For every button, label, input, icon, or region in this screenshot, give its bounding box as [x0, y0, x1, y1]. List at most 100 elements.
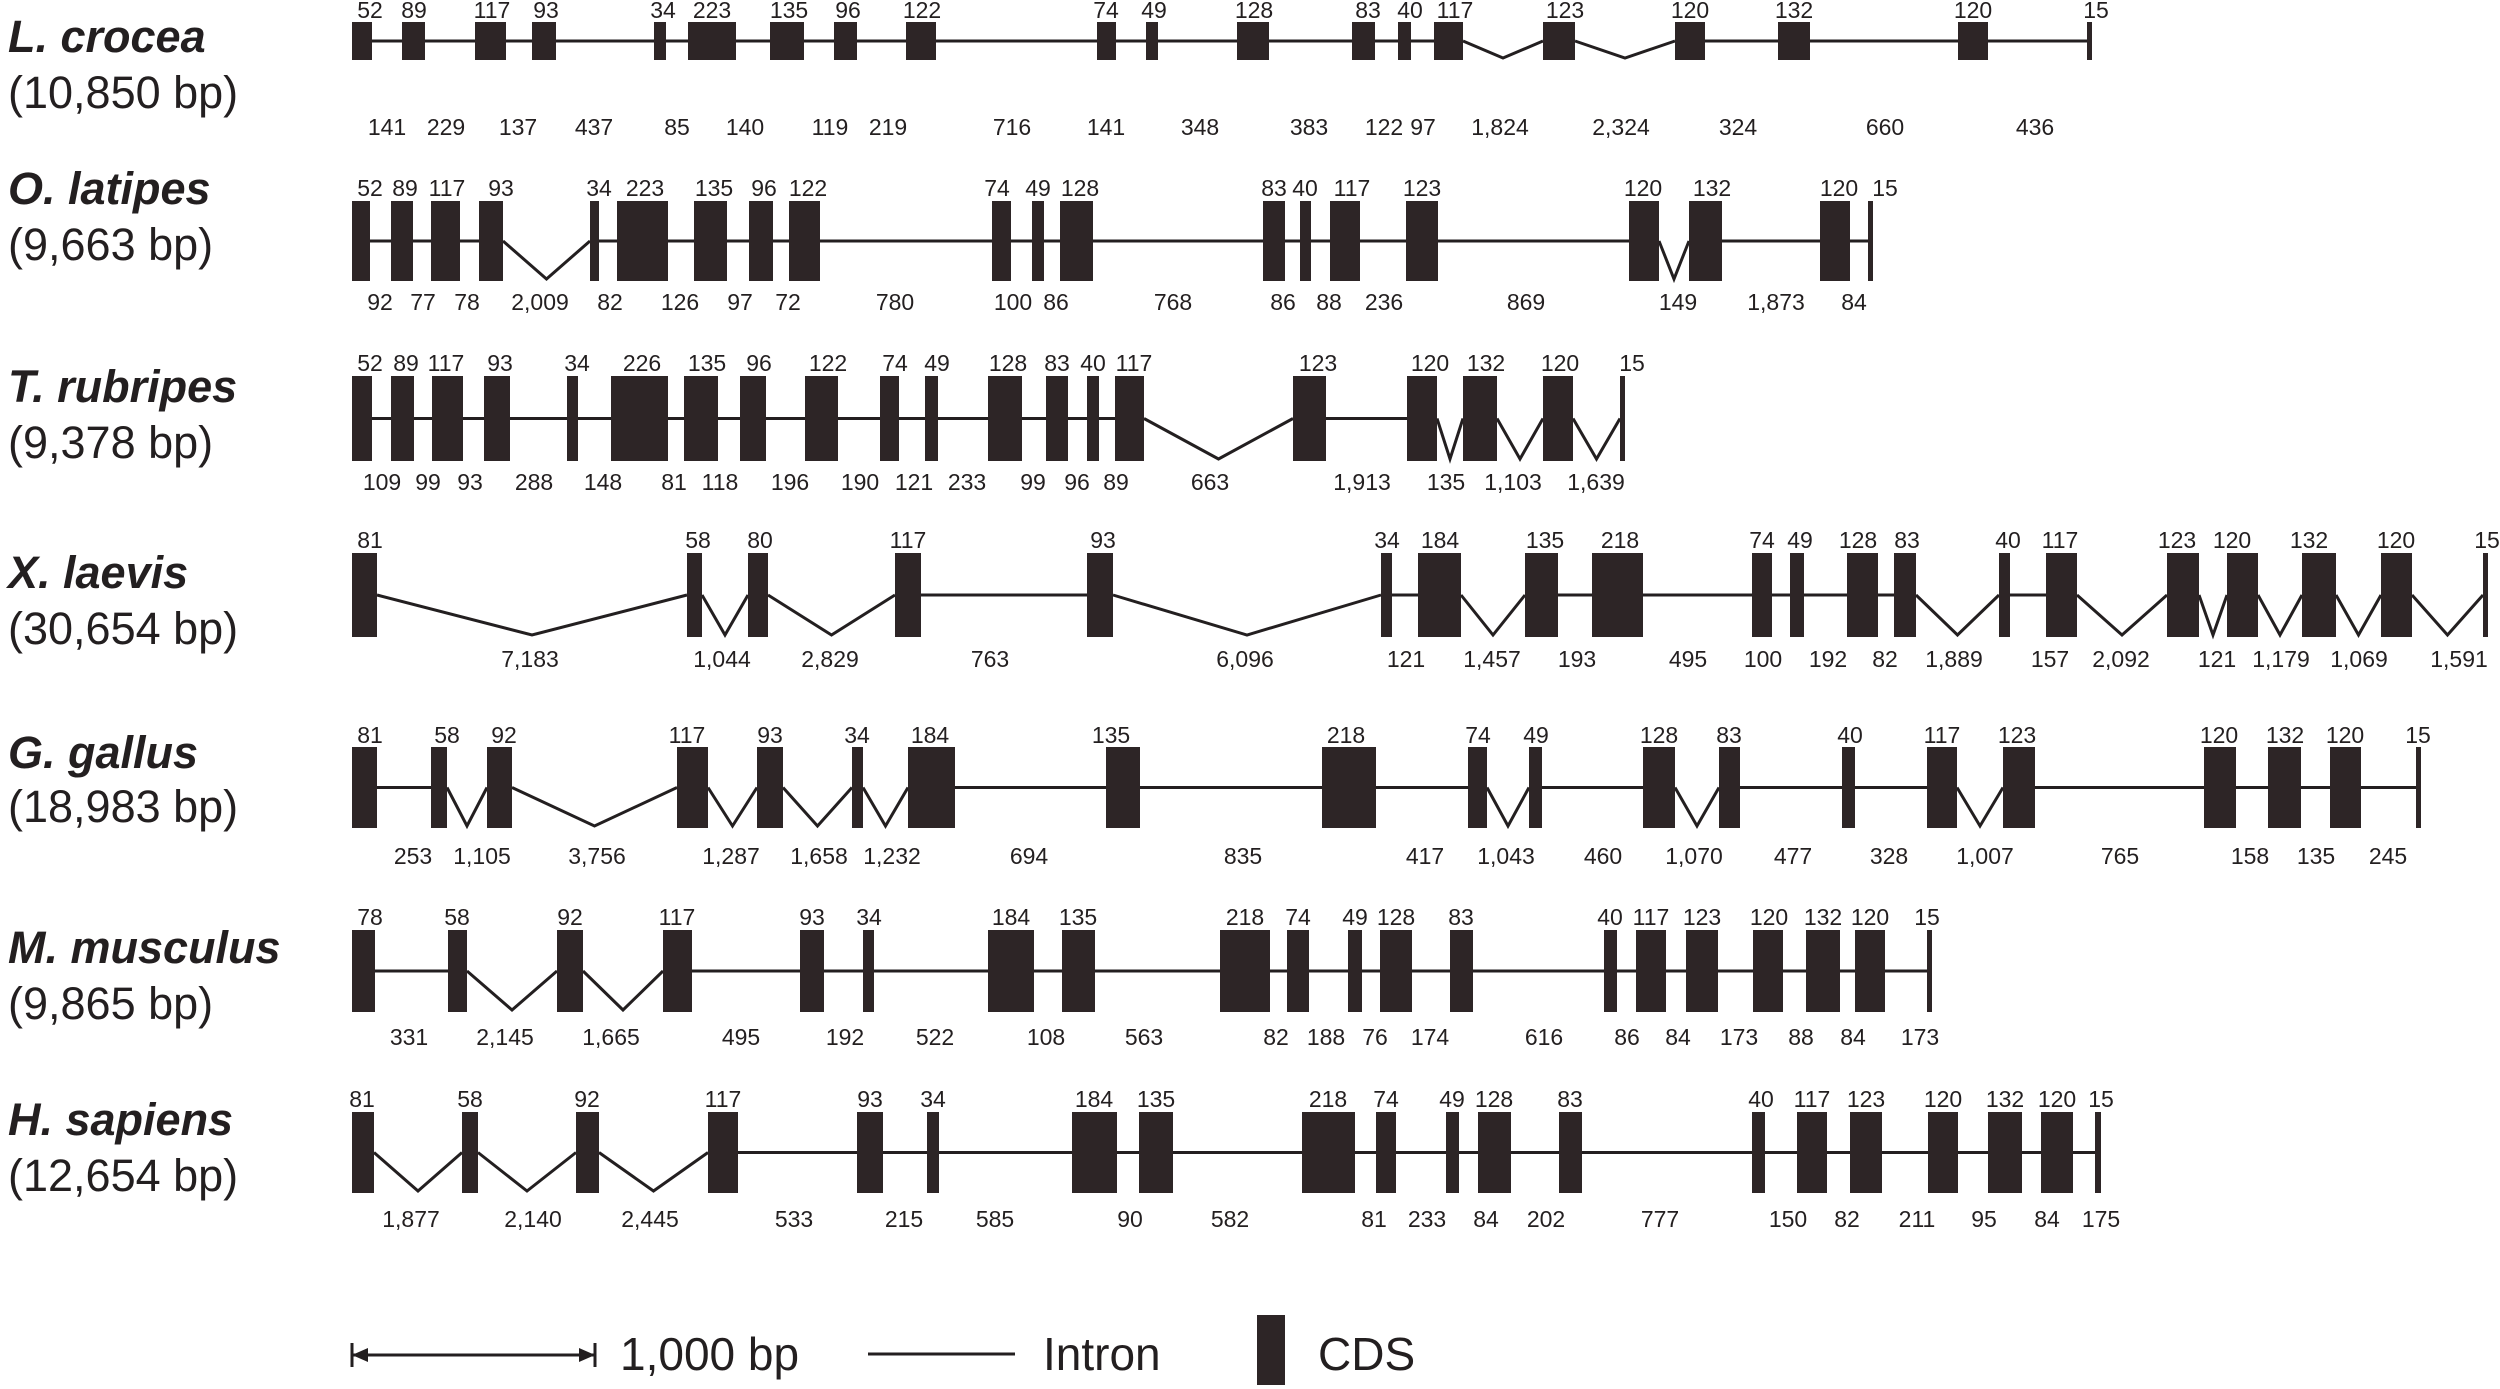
intron-size-label: 118 [702, 469, 739, 495]
intron-size-label: 869 [1507, 289, 1545, 315]
exon-box [1928, 1112, 1958, 1193]
exon-box [352, 553, 377, 637]
species-name: H. sapiens [8, 1094, 233, 1145]
exon-box [1237, 22, 1269, 60]
exon-box [532, 22, 556, 60]
exon-size-label: 49 [1523, 722, 1549, 748]
exon-box [740, 376, 766, 461]
exon-size-label: 117 [659, 904, 696, 930]
intron-size-label: 192 [1809, 646, 1847, 672]
exon-box [2095, 1112, 2101, 1193]
exon-box [391, 376, 414, 461]
exon-box [1629, 201, 1659, 281]
intron-size-label: 96 [1064, 469, 1090, 495]
exon-box [1620, 376, 1625, 461]
exon-size-label: 74 [1465, 722, 1491, 748]
exon-box [1348, 930, 1362, 1012]
intron-size-label: 348 [1181, 114, 1219, 140]
exon-size-label: 92 [491, 722, 517, 748]
species-name: L. crocea [8, 11, 206, 62]
exon-size-label: 132 [2290, 527, 2328, 553]
exon-box [1778, 22, 1810, 60]
exon-box [1398, 22, 1411, 60]
intron-size-label: 2,145 [476, 1024, 534, 1050]
exon-box [1855, 930, 1885, 1012]
intron-size-label: 1,913 [1333, 469, 1391, 495]
intron-line [1459, 594, 1527, 638]
exon-box [2041, 1112, 2073, 1193]
exon-size-label: 123 [1847, 1086, 1885, 1112]
intron-size-label: 437 [575, 114, 613, 140]
intron-size-label: 84 [1473, 1206, 1499, 1232]
exon-size-label: 120 [1624, 175, 1662, 201]
exon-size-label: 120 [2038, 1086, 2076, 1112]
exon-size-label: 58 [444, 904, 470, 930]
intron-size-label: 6,096 [1216, 646, 1274, 672]
intron-line [2197, 594, 2229, 640]
exon-box [1060, 201, 1093, 281]
intron-line [1657, 240, 1691, 284]
exon-size-label: 78 [357, 904, 383, 930]
gene-length: (10,850 bp) [8, 67, 238, 118]
exon-size-label: 128 [1640, 722, 1678, 748]
exon-size-label: 132 [1693, 175, 1731, 201]
exon-box [487, 747, 512, 828]
exon-size-label: 15 [2083, 0, 2109, 23]
intron-size-label: 97 [727, 289, 753, 315]
exon-box [432, 376, 463, 461]
exon-box [1352, 22, 1375, 60]
exon-box [757, 747, 783, 828]
exon-box [1689, 201, 1722, 281]
exon-box [1146, 22, 1158, 60]
exon-box [352, 201, 370, 281]
intron-size-label: 7,183 [501, 646, 559, 672]
intron-size-label: 211 [1899, 1206, 1936, 1232]
intron-size-label: 121 [1387, 646, 1425, 672]
exon-box [2087, 22, 2092, 60]
exon-size-label: 89 [393, 350, 419, 376]
exon-size-label: 93 [487, 350, 513, 376]
intron-size-label: 97 [1410, 114, 1436, 140]
exon-box [1868, 201, 1873, 281]
intron-size-label: 495 [722, 1024, 760, 1050]
exon-box [352, 376, 372, 461]
exon-box [1406, 201, 1438, 281]
exon-box [834, 22, 857, 60]
exon-size-label: 120 [1954, 0, 1992, 23]
species-name: X. laevis [5, 547, 188, 598]
intron-line [2076, 593, 2168, 638]
intron-size-label: 190 [841, 469, 879, 495]
exon-size-label: 81 [357, 527, 383, 553]
exon-size-label: 120 [1411, 350, 1449, 376]
exon-size-label: 52 [357, 350, 383, 376]
intron-size-label: 141 [368, 114, 406, 140]
exon-box [557, 930, 583, 1012]
intron-size-label: 765 [2101, 843, 2139, 869]
exon-box [694, 201, 727, 281]
exon-box [1381, 553, 1392, 637]
intron-size-label: 122 [1365, 114, 1403, 140]
intron-size-label: 477 [1774, 843, 1812, 869]
intron-line [700, 594, 750, 639]
intron-size-label: 173 [1901, 1024, 1939, 1050]
exon-size-label: 52 [357, 175, 383, 201]
exon-box [2003, 747, 2035, 828]
exon-box [1999, 553, 2010, 637]
intron-size-label: 215 [885, 1206, 923, 1232]
intron-size-label: 1,103 [1484, 469, 1542, 495]
exon-size-label: 128 [1475, 1086, 1513, 1112]
exon-box [1463, 376, 1497, 461]
exon-box [352, 747, 377, 828]
intron-size-label: 1,639 [1567, 469, 1625, 495]
exon-size-label: 117 [1334, 175, 1371, 201]
exon-box [462, 1112, 478, 1193]
exon-size-label: 74 [1285, 904, 1311, 930]
exon-size-label: 34 [564, 350, 590, 376]
exon-size-label: 74 [1749, 527, 1775, 553]
exon-box [1820, 201, 1850, 281]
gene-length: (9,865 bp) [8, 978, 213, 1029]
exon-size-label: 15 [1619, 350, 1645, 376]
exon-size-label: 58 [434, 722, 460, 748]
intron-size-label: 135 [2297, 843, 2335, 869]
intron-size-label: 85 [664, 114, 690, 140]
